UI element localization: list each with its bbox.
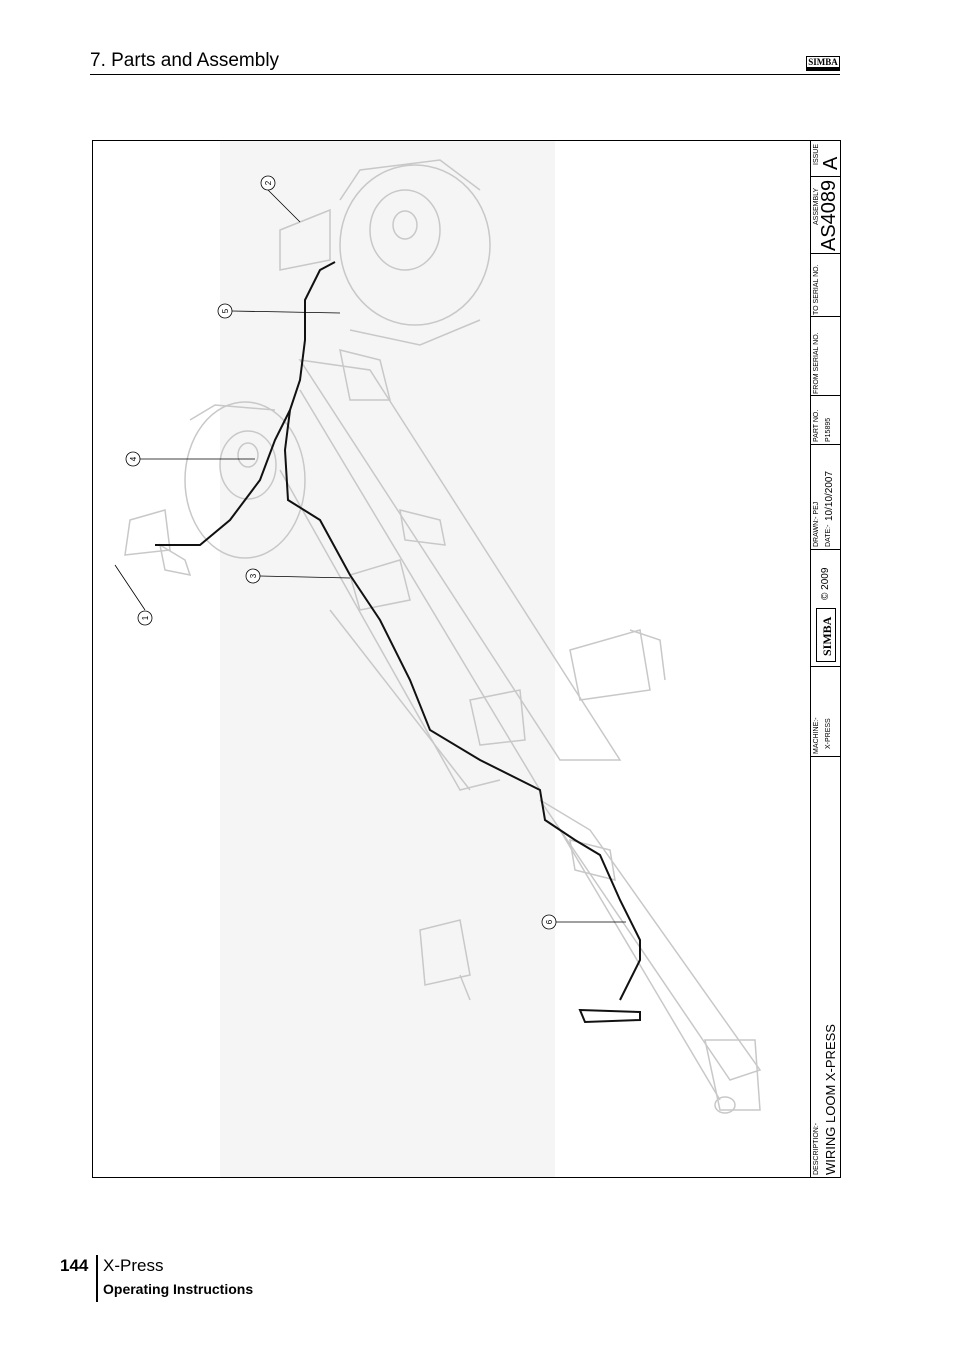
from-serial-label: FROM SERIAL NO. (813, 332, 820, 394)
hitch (704, 1039, 761, 1111)
to-serial-cell: TO SERIAL NO. (811, 254, 841, 317)
chassis (124, 159, 762, 1114)
part-no-label: PART NO. (813, 409, 820, 442)
plug-coil (578, 1008, 641, 1024)
callout-3: 3 (245, 568, 351, 584)
issue-value: A (820, 156, 842, 170)
from-serial-cell: FROM SERIAL NO. (811, 317, 841, 396)
to-serial-label: TO SERIAL NO. (813, 264, 820, 315)
footer-divider (96, 1255, 98, 1302)
callout-2: 2 (260, 175, 301, 223)
rear-wheel (339, 164, 491, 326)
simba-logo: SIMBA (806, 52, 840, 72)
callout-4-label: 4 (129, 456, 138, 461)
machine-cell: MACHINE:- X-PRESS (811, 667, 841, 757)
page-number: 144 (60, 1256, 89, 1275)
callout-6-label: 6 (545, 919, 554, 924)
document-subtitle: Operating Instructions (103, 1281, 254, 1297)
main-beam (298, 359, 622, 761)
callout-2-label: 2 (264, 180, 273, 185)
logo-cell: © 2009 SIMBA (811, 550, 841, 667)
callout-1: 1 (114, 564, 153, 626)
copyright: © 2009 (820, 567, 831, 600)
wiring-loom-harness (155, 261, 641, 1024)
date-value: 10/10/2007 (824, 470, 835, 521)
callout-3-label: 3 (249, 573, 258, 578)
drawn-date-cell: DRAWN:- PEJ DATE:- 10/10/2007 (811, 445, 841, 550)
callout-5: 5 (217, 303, 341, 319)
drawbar (539, 799, 762, 1081)
issue-cell: ISSUE A (811, 140, 842, 177)
callout-4: 4 (125, 451, 255, 467)
assembly-cell: ASSEMBLY AS4089 (811, 177, 841, 254)
description-cell: DESCRIPTION:- WIRING LOOM X-PRESS (811, 757, 841, 1178)
rear-pad (569, 629, 651, 701)
assembly-value: AS4089 (818, 179, 840, 251)
section-title: 7. Parts and Assembly (90, 50, 280, 71)
loom-main-line (283, 261, 641, 1001)
drawing-background (220, 141, 555, 1177)
header-rule (90, 74, 840, 75)
date-label: DATE:- (825, 524, 832, 547)
loom-front-branch (155, 409, 291, 546)
front-wheel (184, 401, 306, 559)
machine-value: X-PRESS (825, 718, 832, 749)
description-label: DESCRIPTION:- (813, 1122, 820, 1175)
front-pad (419, 919, 471, 986)
callout-5-label: 5 (221, 308, 230, 313)
machine-label: MACHINE:- (813, 717, 820, 754)
description-value: WIRING LOOM X-PRESS (823, 1024, 838, 1175)
title-block: ISSUE A ASSEMBLY AS4089 TO SERIAL NO. FR… (810, 140, 842, 1178)
callouts: 1 2 3 4 5 6 (114, 175, 626, 930)
part-no-value: P15895 (825, 417, 832, 442)
front-lamp-plate (124, 509, 171, 556)
callout-6: 6 (541, 914, 626, 930)
part-no-cell: PART NO. P15895 (811, 396, 841, 445)
issue-label: ISSUE (813, 143, 820, 165)
drawing-frame (92, 140, 841, 1178)
callout-1-label: 1 (141, 615, 150, 620)
drawn-label: DRAWN:- PEJ (813, 501, 820, 547)
rear-lamp-plate (279, 208, 331, 271)
product-name: X-Press (103, 1256, 164, 1275)
title-block-logo: SIMBA (816, 608, 836, 662)
